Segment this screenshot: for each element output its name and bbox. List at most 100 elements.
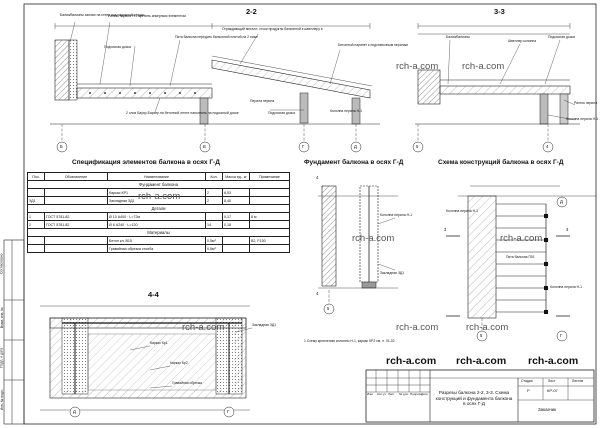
stamp-sheet-header: Лист (548, 379, 556, 383)
spec-cell: 8,40 (222, 196, 250, 205)
spec-cell: В2, F150 (249, 236, 290, 245)
axis-label: Д (560, 199, 563, 204)
spec-cell: 0,18 (222, 220, 250, 229)
spec-col-qty: Кол. (205, 172, 223, 181)
scheme-heading: Схема конструкций балкона в осях Г-Д (438, 159, 564, 166)
spec-col-doc: Обозначение (44, 172, 108, 181)
axis-label: Д (73, 409, 76, 414)
scheme-note-2: Пята балкона П01 (506, 255, 535, 259)
spec-cell: ГОСТ 5781-82 (44, 212, 108, 221)
plan-note-3: Каркас Кр2 (170, 361, 188, 365)
spec-cell (222, 244, 250, 253)
section-2-2-title: 2-2 (246, 7, 257, 16)
stamp-org: Заказчик (538, 407, 557, 412)
spec-heading: Спецификация элементов балкона в осях Г-… (72, 159, 220, 166)
spec-cell: 0,5м³ (205, 236, 223, 245)
spec-cell: Ø 10 А400 · L=72м (107, 212, 206, 221)
stamp-col: № док. (399, 392, 409, 396)
spec-cell: ЗД1 (27, 196, 45, 205)
spec-cell (249, 220, 290, 229)
note-2-2-8: Подкосная доска (268, 111, 295, 115)
stamp-stage: Р (527, 388, 530, 393)
section-mark: 4 (316, 291, 319, 296)
watermark: rch-a.com (456, 355, 507, 367)
section-4-4-title: 4-4 (148, 290, 159, 299)
watermark: rch-a.com (396, 322, 439, 333)
axis-label: 5 (416, 144, 419, 149)
table-row: Бетон кл. В15 0,5м³ В2, F150 (27, 236, 290, 245)
spec-table: Поз. Обозначение Наименование Кол. Масса… (27, 172, 290, 253)
spec-cell: 2 (205, 196, 223, 205)
stamp-col: Лист (388, 392, 395, 396)
watermark: rch-a.com (462, 61, 505, 72)
spec-group-title: Материалы (27, 228, 290, 237)
spec-cell (27, 244, 45, 253)
spec-col-mass: Масса ед., кг (222, 172, 250, 181)
table-row: 1 ГОСТ 5781-82 Ø 10 А400 · L=72м 0,17 8 … (27, 212, 290, 221)
watermark: rch-a.com (396, 61, 439, 72)
spec-header-row: Поз. Обозначение Наименование Кол. Масса… (27, 172, 290, 181)
axis-label: 5 (327, 306, 330, 311)
spec-cell: ГОСТ 5781-82 (44, 220, 108, 229)
spec-cell (249, 244, 290, 253)
spec-cell: 2 (27, 220, 45, 229)
axis-label: Г (302, 144, 305, 149)
watermark: rch-a.com (466, 322, 509, 333)
spec-cell: Бетон кл. В15 (107, 236, 206, 245)
note-2-2-9: Перила перила (250, 99, 275, 103)
note-2-2-5: Ограждающий металл, стоки продукты балко… (222, 27, 323, 31)
note-3-3-1: Балки/балконы (446, 35, 470, 39)
spec-group-row: Материалы (27, 228, 290, 237)
spec-col-name: Наименование (107, 172, 206, 181)
spec-cell: 14 (205, 220, 223, 229)
note-2-2-7: 2 слоя Бауэр-Бархер на бетонной ленте на… (126, 111, 239, 115)
stamp-sheets-header: Листов (572, 379, 584, 383)
note-3-3-2: Швеллер колонна (508, 39, 537, 43)
note-2-2-1: Балки/балконы заново на стену под наружн… (60, 13, 145, 17)
spec-cell (205, 212, 223, 221)
spec-cell (249, 196, 290, 205)
stamp-col: Подпись (410, 392, 422, 396)
table-row: Гравийная обрезка столба 0,5м³ (27, 244, 290, 253)
plan-4-4-graphic (40, 305, 253, 418)
watermark: rch-a.com (500, 233, 543, 244)
plan-note-4: Гравийная обрезка (172, 381, 203, 385)
watermark: rch-a.com (352, 233, 395, 244)
section-mark: 3 (444, 227, 447, 232)
stamp-title: Разрезы балкона 2-2, 3-3. Схема конструк… (435, 390, 513, 406)
foundation-graphic (318, 185, 398, 315)
foundation-note-1: Колонна перила Н-1 (380, 213, 413, 217)
spec-group-title: Детали (27, 204, 290, 213)
axis-label: Г (227, 409, 230, 414)
side-label: Подп. и дата (0, 347, 4, 368)
axis-label: Г (560, 333, 563, 338)
spec-cell: Ø 6 А240 · L=120 (107, 220, 206, 229)
spec-cell: 0,17 (222, 212, 250, 221)
side-label: Взам. инв. № (0, 307, 4, 329)
spec-cell: 2 (205, 188, 223, 197)
section-mark: 4 (316, 175, 319, 180)
scheme-graphic (446, 185, 596, 342)
spec-cell: 1 (27, 212, 45, 221)
spec-col-pos: Поз. (27, 172, 45, 181)
foundation-heading: Фундамент балкона в осях Г-Д (304, 159, 404, 166)
axis-label: 5 (480, 333, 483, 338)
stamp-sheet: КР-07 (547, 388, 558, 393)
watermark: rch-a.com (138, 191, 181, 202)
note-2-2-4: Пята балкона передать балконной плитой н… (175, 35, 258, 39)
spec-cell (44, 244, 108, 253)
foundation-note-2: Закладная ЗД1 (380, 271, 405, 275)
watermark: rch-a.com (386, 355, 437, 367)
spec-cell (222, 236, 250, 245)
stamp-stage-header: Стадия (521, 379, 533, 383)
side-label: Инв. № подл. (0, 389, 4, 411)
foundation-note-3: 1.Схему креплению колонны Н-1, каркас КР… (304, 339, 395, 343)
note-2-2-3: Подкосная доска (104, 45, 131, 49)
table-row: 2 ГОСТ 5781-82 Ø 6 А240 · L=120 14 0,18 (27, 220, 290, 229)
spec-cell: 8 м (249, 212, 290, 221)
watermark: rch-a.com (182, 322, 225, 333)
note-2-2-6: Бетонный парапет к подставочным перилам (338, 43, 408, 47)
axis-label: В (203, 144, 206, 149)
spec-cell: 0,5м³ (205, 244, 223, 253)
